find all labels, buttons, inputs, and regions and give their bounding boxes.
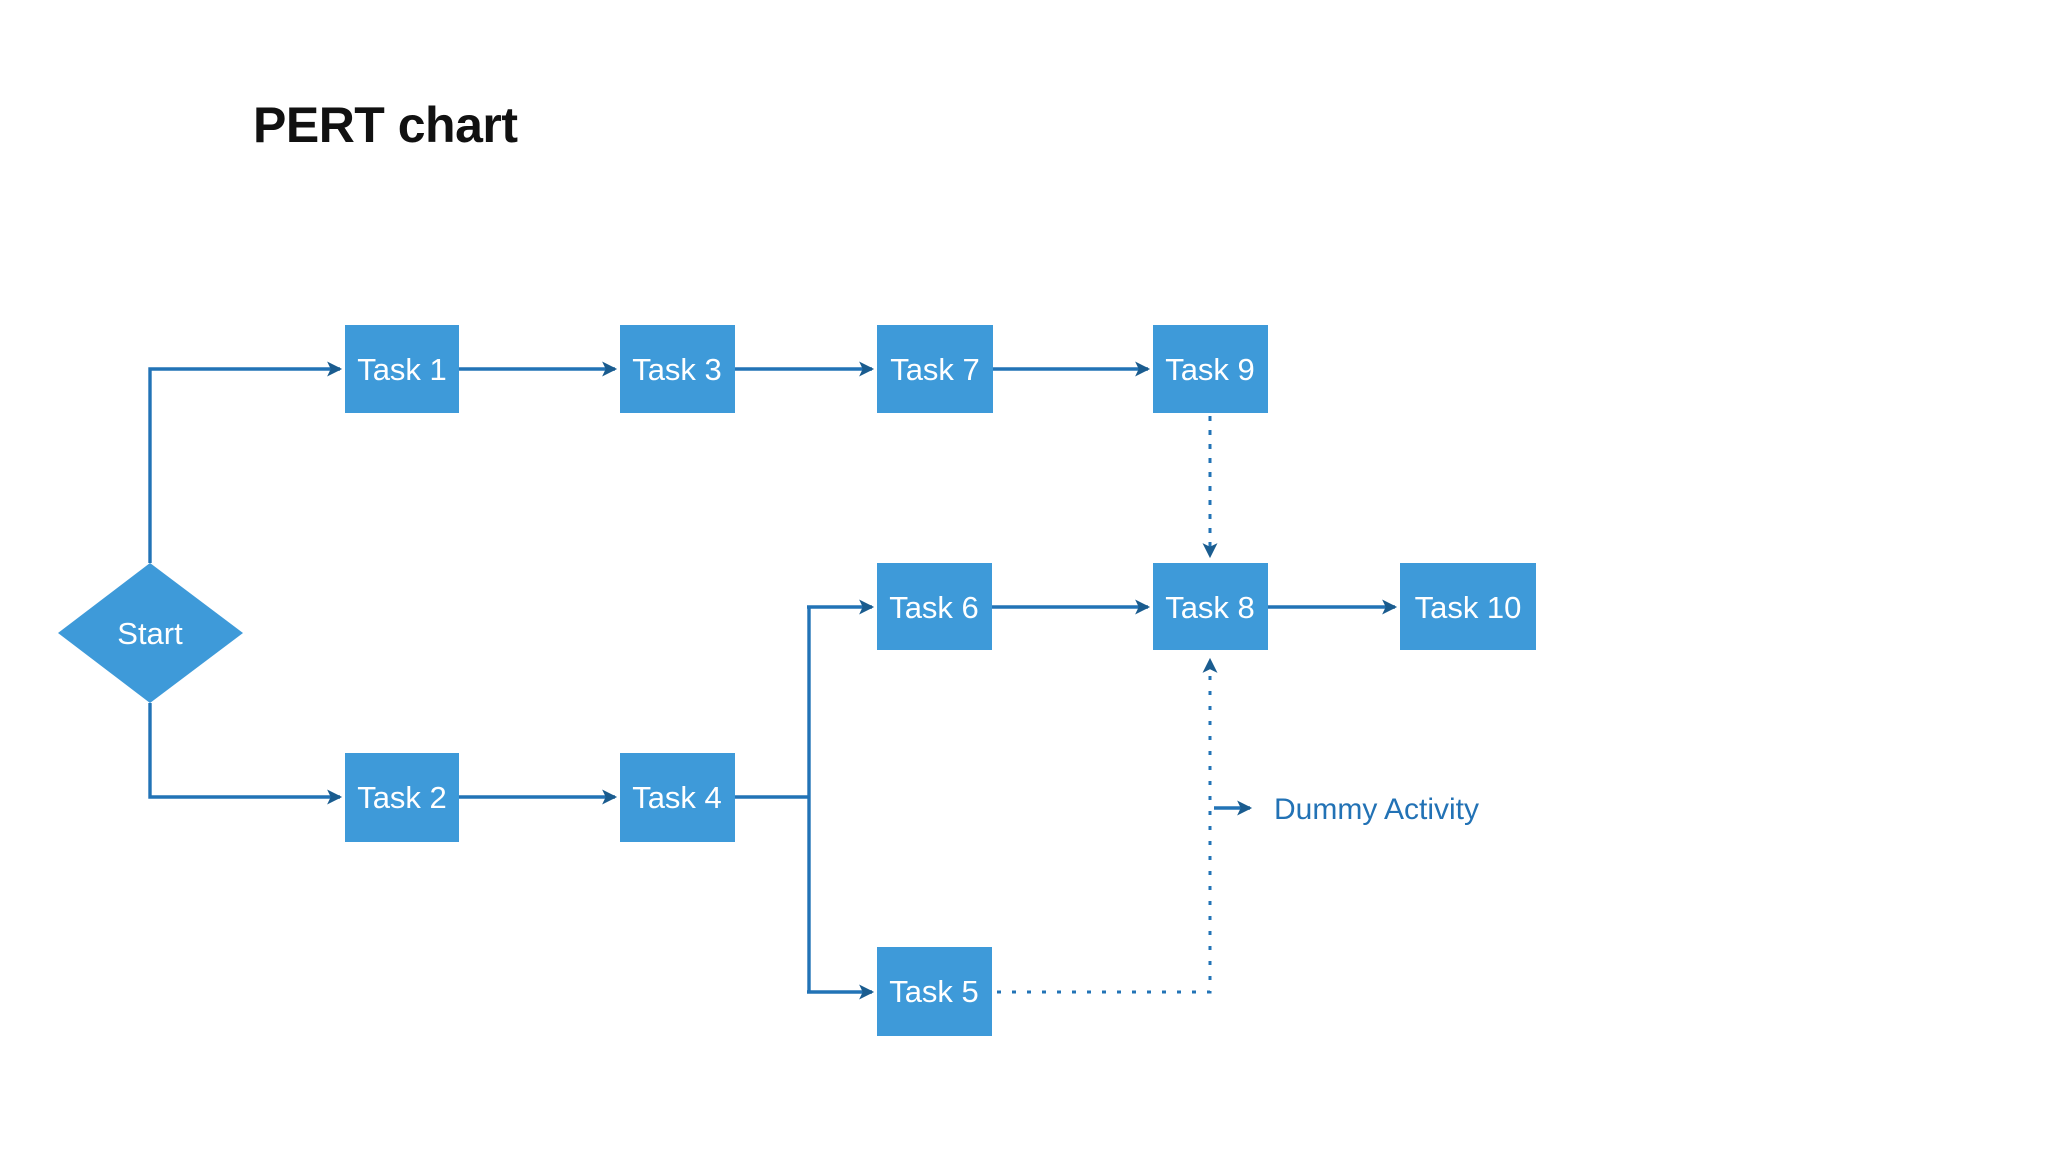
task-nodes (58, 325, 1536, 1036)
task-9-node (1153, 325, 1268, 413)
task-6-label: Task 6 (889, 590, 979, 625)
task-3-label: Task 3 (632, 352, 722, 387)
start-node-label: Start (117, 616, 183, 651)
start-node (58, 563, 243, 703)
dummy-activity-connectors (997, 416, 1218, 994)
solid-connectors (148, 361, 1398, 1000)
task-1-node (345, 325, 459, 413)
task-8-label: Task 8 (1165, 590, 1255, 625)
task-6-node (877, 563, 992, 650)
task-2-label: Task 2 (357, 780, 447, 815)
task-10-label: Task 10 (1415, 590, 1522, 625)
node-labels: Start Task 1 Task 3 Task 7 Task 9 Task 6… (117, 352, 1521, 1009)
task-1-label: Task 1 (357, 352, 447, 387)
edge-task5-task8-dummy (997, 657, 1218, 994)
task-4-node (620, 753, 735, 842)
task-3-node (620, 325, 735, 413)
edge-start-task1 (148, 361, 343, 563)
task-5-label: Task 5 (889, 974, 979, 1009)
task-4-label: Task 4 (632, 780, 722, 815)
task-7-node (877, 325, 993, 413)
task-5-node (877, 947, 992, 1036)
edge-start-task2 (148, 703, 343, 805)
task-9-label: Task 9 (1165, 352, 1255, 387)
task-10-node (1400, 563, 1536, 650)
dummy-activity-label: Dummy Activity (1274, 793, 1479, 826)
page-title: PERT chart (253, 97, 518, 153)
task-8-node (1153, 563, 1268, 650)
task-7-label: Task 7 (890, 352, 980, 387)
task-2-node (345, 753, 459, 842)
